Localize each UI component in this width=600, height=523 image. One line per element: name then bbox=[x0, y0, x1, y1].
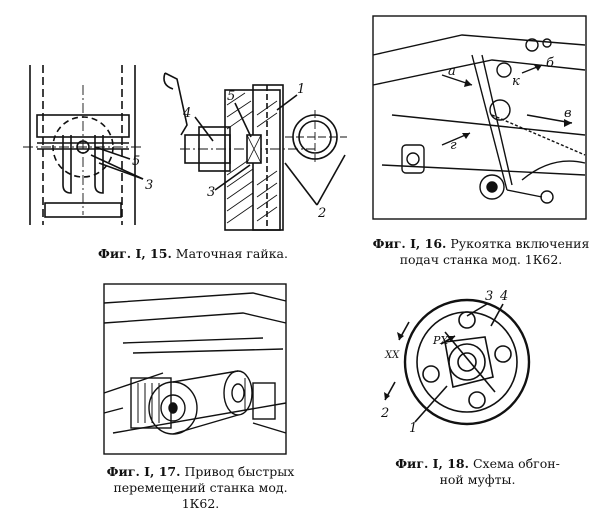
caption-fig-15: Фиг. I, 15. Маточная гайка. bbox=[98, 246, 298, 262]
caption-fig-17: Фиг. I, 17. Привод быстрых перемещений с… bbox=[98, 464, 303, 512]
figure-16-drawing: а б в г к bbox=[372, 15, 587, 220]
callout-16-k: к bbox=[512, 74, 520, 89]
caption-18-title-line2: ной муфты. bbox=[439, 472, 516, 487]
caption-16-title-line2: подач станка мод. 1К62. bbox=[399, 252, 563, 267]
callout-16-v: в bbox=[564, 106, 572, 121]
callout-15-1: 1 bbox=[297, 82, 305, 97]
caption-17-title-line2: перемещений станка мод. bbox=[113, 480, 288, 495]
caption-18-title-line1: Схема обгон- bbox=[472, 456, 560, 471]
callout-15-4: 4 bbox=[182, 106, 191, 121]
callout-15-5-right: 5 bbox=[227, 89, 235, 104]
figure-15-drawing: 1 2 3 4 5 5 3 bbox=[15, 55, 360, 240]
caption-15-title: Маточная гайка. bbox=[175, 246, 288, 261]
callout-18-2: 2 bbox=[380, 406, 389, 421]
caption-fig-18: Фиг. I, 18. Схема обгон- ной муфты. bbox=[385, 456, 570, 488]
callout-18-1: 1 bbox=[409, 421, 417, 436]
figure-18-drawing: 3 4 РХ XX 2 1 bbox=[375, 282, 550, 437]
caption-17-label: Фиг. I, 17. bbox=[106, 464, 181, 479]
callout-18-rx: РХ bbox=[432, 334, 449, 347]
callout-18-xx: XX bbox=[384, 350, 400, 361]
caption-16-title-line1: Рукоятка включения bbox=[450, 236, 590, 251]
callout-18-3: 3 bbox=[485, 289, 493, 304]
callout-16-b: б bbox=[546, 56, 554, 71]
callout-16-g: г bbox=[450, 138, 457, 153]
figure-17-drawing bbox=[103, 283, 287, 455]
callout-16-a: а bbox=[448, 64, 456, 79]
caption-18-label: Фиг. I, 18. bbox=[395, 456, 469, 471]
callout-15-3-right: 3 bbox=[207, 185, 215, 200]
callout-15-3-left: 3 bbox=[145, 178, 153, 193]
callout-15-5-left: 5 bbox=[132, 154, 140, 169]
callout-18-4: 4 bbox=[499, 289, 508, 304]
caption-fig-16: Фиг. I, 16. Рукоятка включения подач ста… bbox=[366, 236, 596, 268]
caption-15-label: Фиг. I, 15. bbox=[98, 246, 172, 261]
callout-15-2: 2 bbox=[317, 206, 326, 221]
caption-17-title-line3: 1К62. bbox=[181, 496, 220, 511]
caption-16-label: Фиг. I, 16. bbox=[372, 236, 447, 251]
caption-17-title-line1: Привод быстрых bbox=[184, 464, 295, 479]
